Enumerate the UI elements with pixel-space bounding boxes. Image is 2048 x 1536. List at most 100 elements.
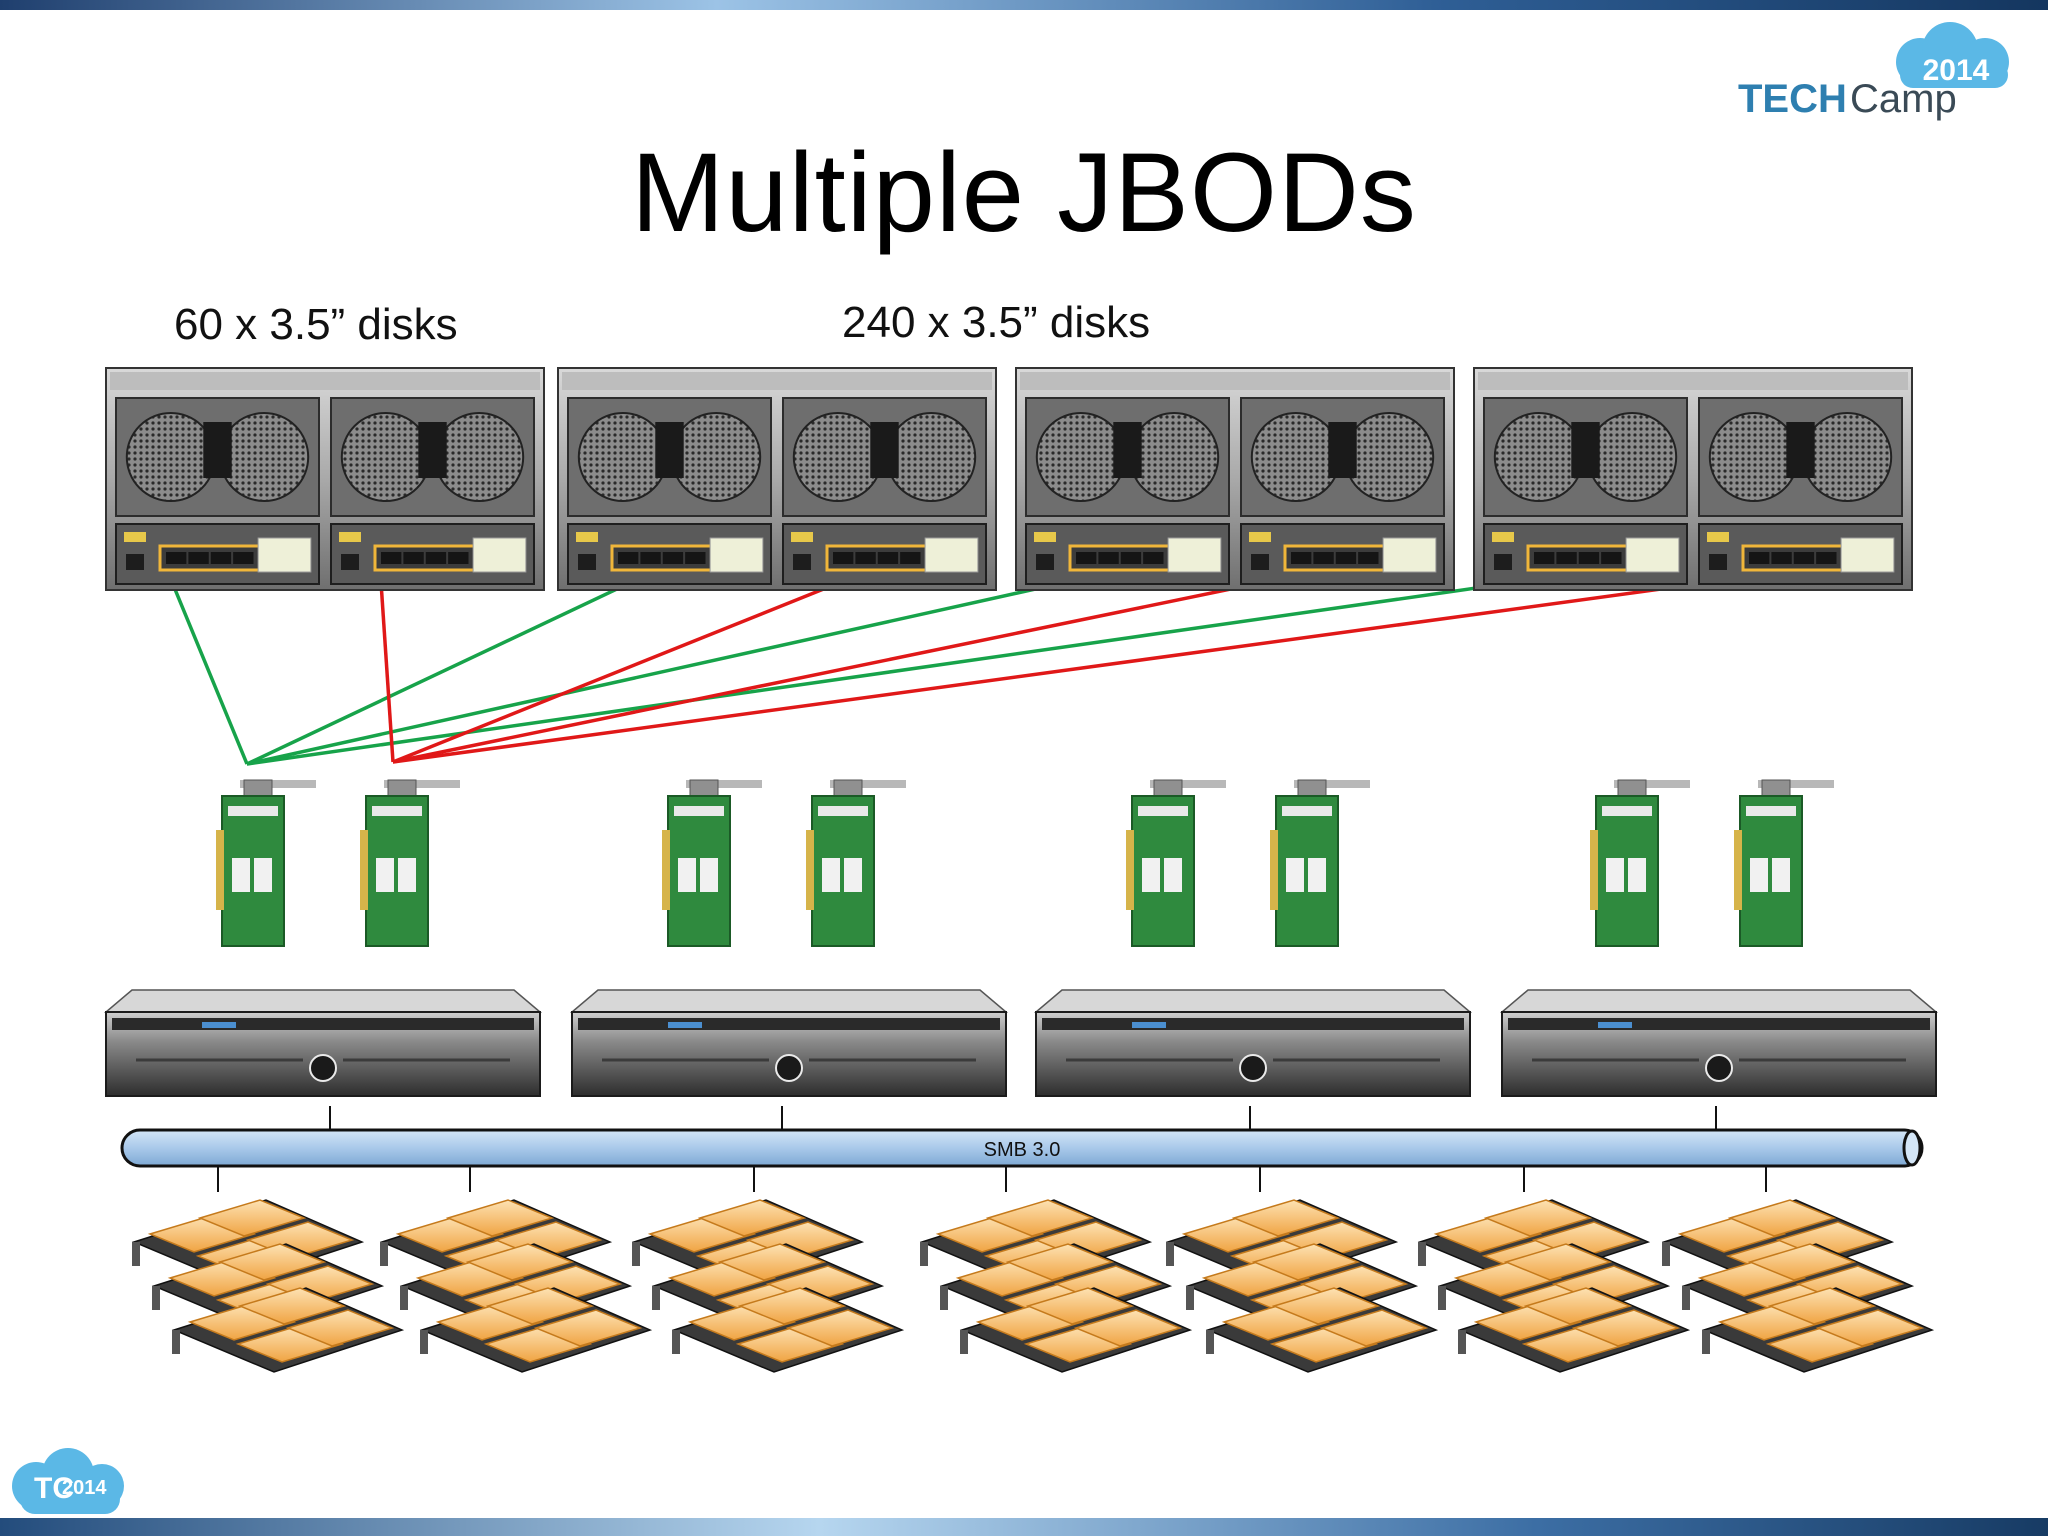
disk-tray xyxy=(465,1243,575,1281)
hba-chip xyxy=(1628,858,1646,892)
fan-icon xyxy=(1587,412,1678,502)
badge-year: 2014 xyxy=(62,1477,107,1499)
tray-handle xyxy=(632,1242,640,1266)
jbod-enclosure xyxy=(1015,367,1455,591)
fan-icon xyxy=(1802,412,1893,502)
server-status-light xyxy=(668,1022,702,1028)
tray-handle xyxy=(920,1242,928,1266)
server-lid xyxy=(1499,989,1939,1013)
sas-port xyxy=(188,552,209,564)
jbod-enclosure xyxy=(557,367,997,591)
fan-icon xyxy=(1708,412,1799,502)
tray-handle xyxy=(172,1330,180,1354)
storage-server xyxy=(1499,989,1939,1097)
hba-pcb xyxy=(1131,795,1195,947)
disk-tray xyxy=(717,1243,827,1281)
hba-pcie-edge xyxy=(1734,830,1742,910)
ethernet-port xyxy=(1709,554,1727,570)
server-drive-bay xyxy=(1508,1018,1930,1030)
fan-icon xyxy=(886,412,977,502)
red-sas-link xyxy=(379,581,395,763)
client-server-cluster xyxy=(1165,1166,1439,1373)
disk-tray xyxy=(1025,1287,1135,1325)
sas-port xyxy=(1076,552,1097,564)
hba-chip xyxy=(844,858,862,892)
hba-chip xyxy=(1142,858,1160,892)
hba-card xyxy=(216,779,316,947)
disk-tray xyxy=(1503,1243,1613,1281)
psu-handle xyxy=(1328,422,1357,478)
hba-chip xyxy=(398,858,416,892)
vendor-logo-icon xyxy=(1239,1054,1267,1082)
sas-port xyxy=(1556,552,1577,564)
sas-port xyxy=(1793,552,1815,564)
disk-tray xyxy=(1251,1243,1361,1281)
client-server-cluster xyxy=(631,1166,905,1373)
disk-tray xyxy=(1483,1199,1593,1237)
fan-icon xyxy=(577,412,668,502)
hba-label xyxy=(1282,806,1332,816)
logo-camp: Camp xyxy=(1850,77,1957,121)
sas-port xyxy=(833,552,854,564)
red-sas-link xyxy=(392,576,1285,764)
tray-handle xyxy=(1682,1286,1690,1310)
port-label-panel xyxy=(709,537,764,573)
sas-port xyxy=(1358,552,1379,564)
hba-pcie-edge xyxy=(216,830,224,910)
vendor-logo-icon xyxy=(309,1054,337,1082)
port-label-panel xyxy=(1840,537,1895,573)
port-label-panel xyxy=(257,537,312,573)
sas-port xyxy=(662,552,684,564)
tray-handle xyxy=(132,1242,140,1266)
logo-year: 2014 xyxy=(1923,54,1990,87)
sas-port xyxy=(403,552,424,564)
hba-bracket xyxy=(1150,780,1226,788)
jbod-enclosure xyxy=(1473,367,1913,591)
hba-chip xyxy=(700,858,718,892)
cloud-icon xyxy=(12,1448,124,1514)
disk-tray xyxy=(1073,1309,1183,1347)
client-server-cluster xyxy=(1661,1166,1935,1373)
sas-port xyxy=(1771,552,1792,564)
disk-tray xyxy=(785,1309,895,1347)
red-sas-link xyxy=(392,576,1743,764)
tray-handle xyxy=(940,1286,948,1310)
tray-handle xyxy=(400,1286,408,1310)
sas-port xyxy=(1816,552,1837,564)
green-sas-link xyxy=(170,581,249,765)
hba-chip xyxy=(232,858,250,892)
status-label xyxy=(1249,532,1271,542)
hba-bracket xyxy=(686,780,762,788)
jbod-enclosure xyxy=(105,367,545,591)
disk-tray xyxy=(737,1287,847,1325)
tray-handle xyxy=(1458,1330,1466,1354)
ethernet-port xyxy=(1251,554,1269,570)
hba-pcb xyxy=(365,795,429,947)
tray-handle xyxy=(652,1286,660,1310)
fan-icon xyxy=(1250,412,1341,502)
disk-tray xyxy=(1747,1243,1857,1281)
sas-port xyxy=(210,552,232,564)
tray-handle xyxy=(1186,1286,1194,1310)
tray-handle xyxy=(1662,1242,1670,1266)
jbod-top-rail xyxy=(1478,372,1908,390)
tray-handle xyxy=(1418,1242,1426,1266)
hba-label xyxy=(674,806,724,816)
hba-label xyxy=(1602,806,1652,816)
tray-handle xyxy=(152,1286,160,1310)
vendor-logo-icon xyxy=(1705,1054,1733,1082)
sas-port xyxy=(381,552,402,564)
server-lid xyxy=(1033,989,1473,1013)
ethernet-port xyxy=(1494,554,1512,570)
sas-port xyxy=(877,552,899,564)
sas-port xyxy=(1749,552,1770,564)
disk-tray xyxy=(1319,1309,1429,1347)
hba-bracket xyxy=(830,780,906,788)
hba-pcb xyxy=(667,795,731,947)
client-server-cluster xyxy=(379,1166,653,1373)
label-total-jbods: 240 x 3.5” disks xyxy=(842,298,1151,347)
hba-chip xyxy=(1772,858,1790,892)
green-sas-link xyxy=(246,578,637,766)
sas-port xyxy=(448,552,469,564)
psu-handle xyxy=(203,422,232,478)
